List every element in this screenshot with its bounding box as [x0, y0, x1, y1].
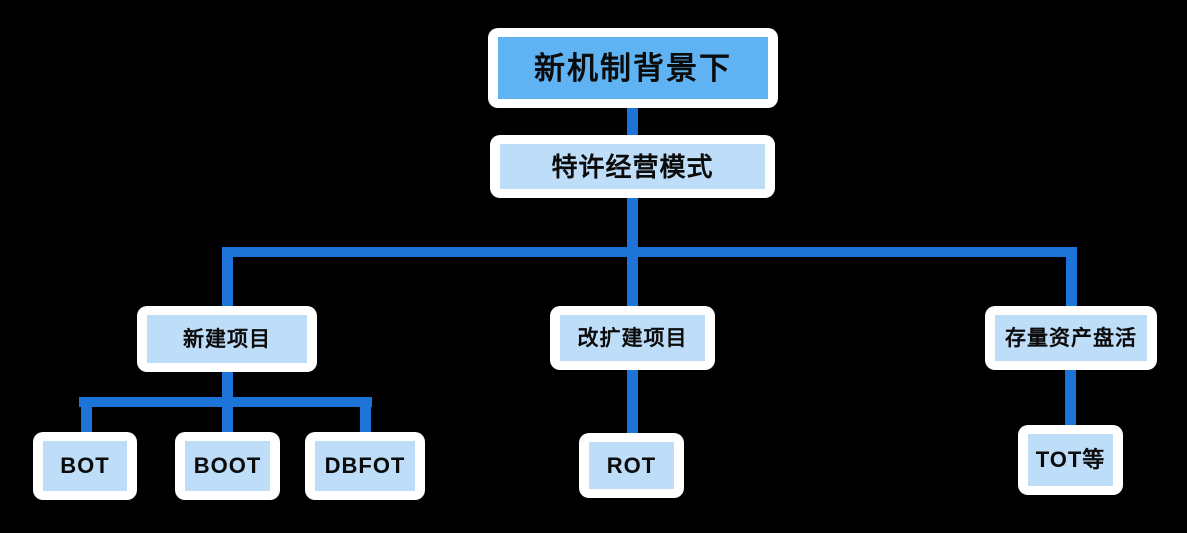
node-leaf-dbfot-fill: DBFOT [315, 441, 415, 491]
connector-rail-to-branch-new [222, 247, 233, 310]
node-leaf-dbfot-label: DBFOT [324, 453, 406, 478]
node-leaf-tot: TOT等 [1018, 425, 1123, 495]
node-leaf-dbfot: DBFOT [305, 432, 425, 500]
node-branch-expand-fill: 改扩建项目 [560, 315, 705, 361]
node-branch-new-label: 新建项目 [183, 327, 271, 351]
connector-branch-new-stub [222, 370, 233, 402]
node-root-label: 特许经营模式 [551, 151, 714, 182]
node-branch-expand-label: 改扩建项目 [577, 326, 688, 350]
node-header-label: 新机制背景下 [534, 50, 732, 86]
connector-header-to-root [627, 106, 638, 139]
node-leaf-boot: BOOT [175, 432, 280, 500]
node-leaf-bot: BOT [33, 432, 137, 500]
connector-drop-boot [222, 397, 233, 436]
node-header-fill: 新机制背景下 [498, 37, 768, 99]
node-root: 特许经营模式 [490, 135, 775, 198]
node-header: 新机制背景下 [488, 28, 778, 108]
node-leaf-tot-label: TOT等 [1035, 447, 1106, 472]
node-leaf-tot-fill: TOT等 [1028, 434, 1113, 486]
connector-drop-bot [81, 397, 92, 436]
connector-expand-to-rot [627, 368, 638, 436]
node-leaf-rot-fill: ROT [589, 442, 674, 489]
node-branch-stock: 存量资产盘活 [985, 306, 1157, 370]
node-branch-stock-label: 存量资产盘活 [1005, 326, 1137, 350]
connector-stock-to-tot [1065, 366, 1076, 428]
node-branch-new-fill: 新建项目 [147, 315, 307, 363]
node-branch-new: 新建项目 [137, 306, 317, 372]
node-leaf-boot-label: BOOT [193, 453, 262, 478]
node-branch-expand: 改扩建项目 [550, 306, 715, 370]
node-leaf-bot-label: BOT [60, 453, 110, 478]
connector-drop-dbfot [360, 397, 371, 436]
connector-main-rail [222, 247, 1077, 257]
node-branch-stock-fill: 存量资产盘活 [995, 315, 1147, 361]
node-root-fill: 特许经营模式 [500, 144, 765, 189]
node-leaf-rot-label: ROT [606, 452, 657, 478]
connector-rail-to-branch-stock [1066, 247, 1077, 310]
node-leaf-bot-fill: BOT [43, 441, 127, 491]
node-leaf-boot-fill: BOOT [185, 441, 270, 491]
node-leaf-rot: ROT [579, 433, 684, 498]
